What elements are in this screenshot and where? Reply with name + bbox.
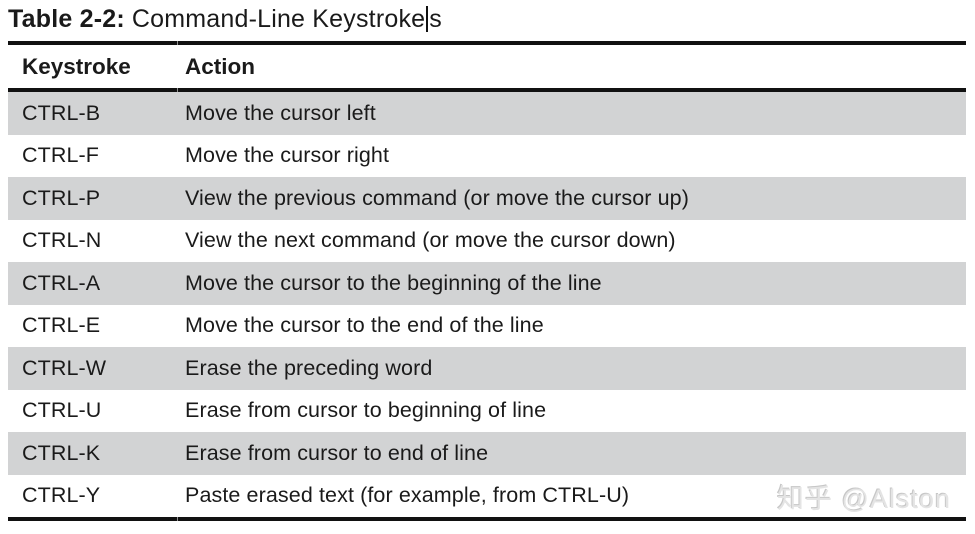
table-caption-title-end: s: [429, 5, 442, 33]
table-row: CTRL-W Erase the preceding word: [8, 347, 966, 390]
column-header-keystroke: Keystroke: [22, 53, 131, 79]
table-row: CTRL-U Erase from cursor to beginning of …: [8, 389, 966, 432]
cell-keystroke: CTRL-B: [22, 100, 101, 125]
cell-keystroke: CTRL-A: [22, 270, 101, 295]
cell-action: Move the cursor to the end of the line: [185, 313, 544, 338]
header-divider-rule: [8, 88, 966, 92]
cell-action: Erase from cursor to end of line: [185, 440, 489, 465]
cell-action: Move the cursor left: [185, 100, 376, 125]
table-caption-number: Table 2-2:: [8, 5, 125, 33]
keystrokes-table: Keystroke Action CTRL-B Move the cursor l…: [8, 41, 966, 521]
cell-keystroke: CTRL-U: [22, 398, 102, 423]
table-row: CTRL-Y Paste erased text (for example, fr…: [8, 474, 966, 517]
cell-keystroke: CTRL-P: [22, 185, 101, 210]
column-header-action: Action: [185, 53, 255, 79]
table-row: CTRL-F Move the cursor right: [8, 134, 966, 177]
cell-keystroke: CTRL-K: [22, 440, 101, 465]
table-header-row: Keystroke Action: [8, 45, 966, 88]
cell-action: View the next command (or move the curso…: [185, 228, 676, 253]
cell-keystroke: CTRL-W: [22, 355, 107, 380]
cell-keystroke: CTRL-N: [22, 228, 102, 253]
cell-keystroke: CTRL-F: [22, 143, 100, 168]
table-row: CTRL-E Move the cursor to the end of the …: [8, 304, 966, 347]
cell-action: Erase the preceding word: [185, 355, 433, 380]
cell-action: Move the cursor right: [185, 143, 390, 168]
watermark: 知乎 @Alston: [777, 484, 951, 514]
table-row: CTRL-P View the previous command (or move…: [8, 177, 966, 220]
table-row: CTRL-A Move the cursor to the beginning o…: [8, 262, 966, 305]
table-row: CTRL-N View the next command (or move the…: [8, 219, 966, 262]
cell-action: View the previous command (or move the c…: [185, 185, 689, 210]
table-bottom-rule: [8, 517, 966, 521]
cell-action: Move the cursor to the beginning of the …: [185, 270, 602, 295]
cell-keystroke: CTRL-Y: [22, 483, 101, 508]
table-row: CTRL-K Erase from cursor to end of line: [8, 432, 966, 475]
table-caption-title: Command-Line Keystroke: [131, 5, 426, 33]
table-row: CTRL-B Move the cursor left: [8, 92, 966, 135]
cell-keystroke: CTRL-E: [22, 313, 101, 338]
text-caret: [426, 6, 429, 32]
table-top-rule: [8, 41, 966, 45]
cell-action: Paste erased text (for example, from CTR…: [185, 483, 630, 508]
cell-action: Erase from cursor to beginning of line: [185, 398, 547, 423]
